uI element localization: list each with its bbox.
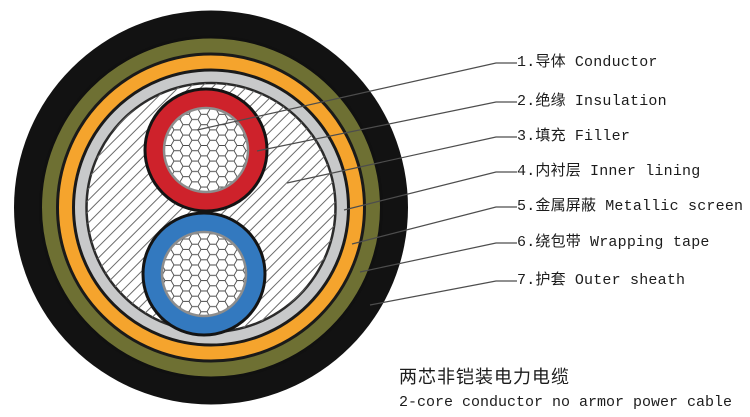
label-index: 7.: [517, 272, 536, 289]
label-zh: 导体: [535, 54, 566, 71]
conductor-bottom-mesh: [160, 230, 248, 318]
label-row-filler: 3.填充 Filler: [517, 128, 630, 146]
leader-lines: [196, 62, 517, 306]
leader-line-conductor: [196, 62, 517, 131]
conductor-top-mesh: [162, 106, 250, 194]
label-en: Wrapping tape: [590, 234, 710, 251]
label-en: Conductor: [574, 54, 658, 71]
label-zh: 金属屏蔽: [535, 198, 597, 215]
label-zh: 护套: [535, 272, 566, 289]
label-row-outer-sheath: 7.护套 Outer sheath: [517, 272, 685, 290]
label-index: 1.: [517, 54, 536, 71]
label-row-insulation: 2.绝缘 Insulation: [517, 93, 667, 111]
label-en: Insulation: [574, 93, 667, 110]
leader-line-outer-sheath: [369, 280, 517, 306]
leader-line-filler: [286, 136, 517, 184]
label-index: 4.: [517, 163, 536, 180]
label-row-wrapping-tape: 6.绕包带 Wrapping tape: [517, 234, 710, 252]
leader-line-wrapping-tape: [359, 242, 517, 273]
label-index: 2.: [517, 93, 536, 110]
label-en: Inner lining: [590, 163, 701, 180]
caption-en: 2-core conductor no armor power cable: [399, 394, 733, 411]
leader-line-metallic-screen: [351, 206, 517, 245]
label-zh: 绝缘: [535, 93, 566, 110]
caption-zh: 两芯非铠装电力电缆: [399, 369, 570, 389]
label-zh: 绕包带: [535, 234, 582, 251]
label-en: Metallic screen: [605, 198, 744, 215]
leader-line-inner-lining: [343, 171, 517, 211]
label-row-metallic-screen: 5.金属屏蔽 Metallic screen: [517, 198, 743, 216]
label-row-conductor: 1.导体 Conductor: [517, 54, 658, 72]
label-index: 3.: [517, 128, 536, 145]
label-en: Filler: [574, 128, 631, 145]
label-zh: 填充: [535, 128, 566, 145]
caption: 两芯非铠装电力电缆 2-core conductor no armor powe…: [399, 367, 732, 413]
leader-line-insulation: [256, 101, 517, 152]
label-zh: 内衬层: [535, 163, 582, 180]
label-row-inner-lining: 4.内衬层 Inner lining: [517, 163, 700, 181]
label-en: Outer sheath: [574, 272, 686, 289]
label-index: 6.: [517, 234, 536, 251]
label-index: 5.: [517, 198, 536, 215]
